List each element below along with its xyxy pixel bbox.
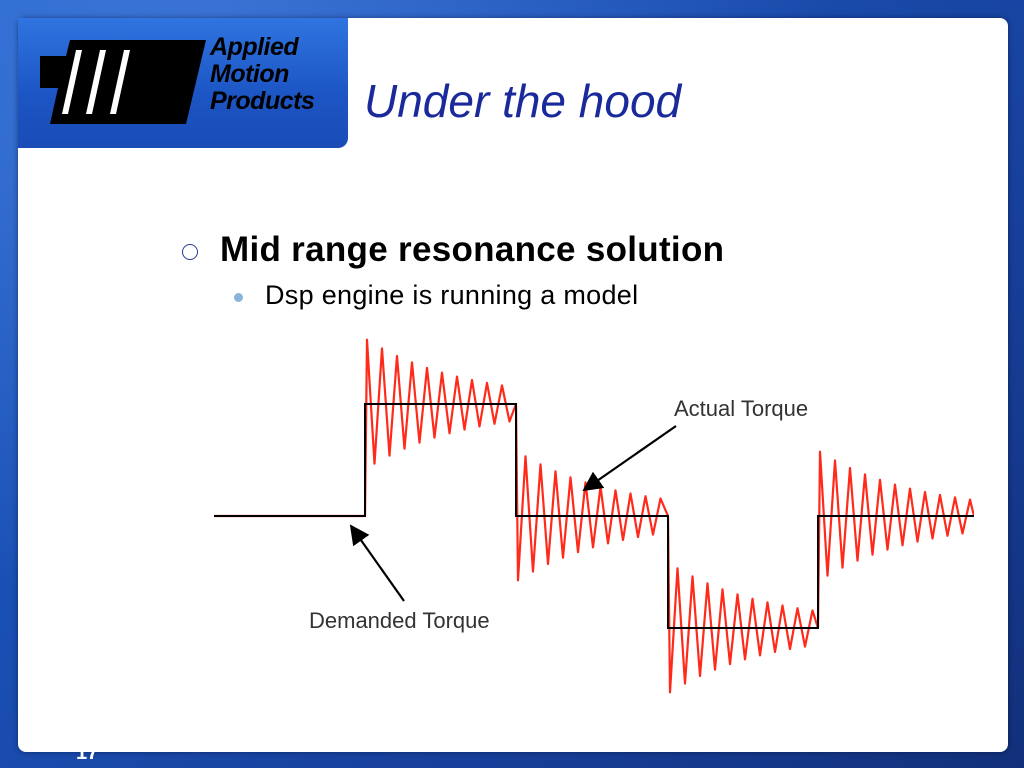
slide-number: 17 xyxy=(76,742,99,764)
sub-bullet-text: Dsp engine is running a model xyxy=(265,280,639,310)
demanded-torque-label: Demanded Torque xyxy=(309,608,490,633)
logo-tab: Applied Motion Products xyxy=(18,18,348,148)
hollow-circle-bullet-icon xyxy=(182,244,198,260)
demanded-torque-line xyxy=(214,403,974,629)
torque-diagram: Actual Torque Demanded Torque xyxy=(214,338,974,694)
slide-title: Under the hood xyxy=(364,75,682,127)
slide-panel: Applied Motion Products Under the hood M… xyxy=(18,18,1008,752)
dot-bullet-icon xyxy=(234,293,243,302)
bullet-level-1: Mid range resonance solution xyxy=(182,230,724,270)
actual-torque-label: Actual Torque xyxy=(674,396,808,421)
applied-motion-logo-icon xyxy=(40,40,206,124)
logo-line-applied: Applied xyxy=(210,33,299,61)
demanded-torque-arrow xyxy=(349,524,405,602)
actual-torque-arrow xyxy=(582,425,677,492)
logo-line-motion: Motion xyxy=(210,60,289,88)
bullet-text: Mid range resonance solution xyxy=(220,230,725,269)
logo-wordmark: Applied Motion Products xyxy=(210,34,340,115)
logo-line-products: Products xyxy=(210,87,315,115)
bullet-level-2: Dsp engine is running a model xyxy=(234,280,638,311)
